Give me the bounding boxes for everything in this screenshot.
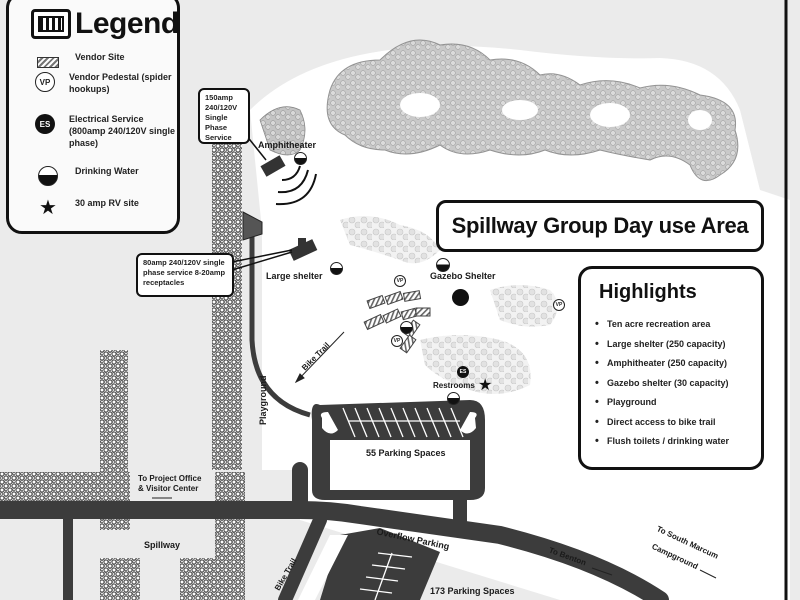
- highlight-item: Gazebo shelter (30 capacity): [595, 374, 729, 394]
- highlight-item: Large shelter (250 capacity): [595, 335, 729, 355]
- rock-strip-left: [100, 350, 128, 480]
- arrow-benton: [591, 567, 613, 576]
- arrow-south-marcum: [699, 569, 717, 579]
- highlight-item: Ten acre recreation area: [595, 315, 729, 335]
- usace-castle-logo-icon: [31, 9, 71, 39]
- vendor-pedestal-icon[interactable]: VP: [394, 275, 406, 287]
- rock-strip-west: [212, 130, 242, 470]
- label-spillway: Spillway: [144, 540, 181, 550]
- label-playground: Playground: [258, 375, 268, 425]
- tree-cluster-east: [490, 285, 558, 327]
- legend-panel: Legend Vendor Site VP Vendor Pedestal (s…: [6, 0, 180, 234]
- label-173-parking: 173 Parking Spaces: [430, 586, 515, 596]
- drinking-water-icon: [38, 166, 58, 186]
- playground-flag: [242, 211, 263, 241]
- highlights-list: Ten acre recreation area Large shelter (…: [595, 315, 729, 452]
- highlight-item: Playground: [595, 393, 729, 413]
- label-gazebo-shelter: Gazebo Shelter: [430, 271, 496, 281]
- callout-large-shelter-power: 80amp 240/120V single phase service 8-20…: [136, 253, 234, 297]
- roads: [0, 462, 669, 600]
- drinking-water-icon[interactable]: [436, 258, 450, 272]
- label-amphitheater: Amphitheater: [258, 140, 317, 150]
- map-title: Spillway Group Day use Area: [436, 200, 764, 252]
- legend-title: Legend: [75, 7, 179, 40]
- tree-cluster-north: [326, 39, 739, 182]
- amphitheater-structure: [260, 155, 317, 206]
- legend-item-vendor-pedestal: VP Vendor Pedestal (spider hookups): [35, 71, 177, 95]
- highlights-panel: Highlights Ten acre recreation area Larg…: [578, 266, 764, 470]
- tree-cluster-central: [340, 216, 440, 264]
- rv-site-star-icon[interactable]: ★: [478, 377, 493, 394]
- access-path: [249, 230, 311, 418]
- vendor-pedestal-icon[interactable]: VP: [391, 335, 403, 347]
- gazebo-shelter-icon[interactable]: [452, 289, 469, 306]
- label-visitor-center: & Visitor Center: [138, 484, 199, 493]
- vendor-pedestal-icon: VP: [35, 72, 55, 92]
- electrical-service-icon[interactable]: ES: [457, 366, 469, 378]
- electrical-service-icon: ES: [35, 114, 55, 134]
- rock-strip-spillway-b: [100, 558, 140, 600]
- vendor-site-hatch-icon: [37, 56, 59, 68]
- label-restrooms: Restrooms: [433, 381, 475, 390]
- overflow-parking-lot: [298, 528, 440, 600]
- label-to-project-office: To Project Office: [138, 474, 202, 483]
- legend-item-rv-site: ★ 30 amp RV site: [39, 197, 139, 219]
- label-55-parking: 55 Parking Spaces: [366, 448, 446, 458]
- tree-cluster-south: [420, 335, 531, 394]
- drinking-water-icon[interactable]: [294, 152, 307, 165]
- drinking-water-icon[interactable]: [330, 262, 343, 275]
- legend-item-drinking-water: Drinking Water: [35, 165, 139, 187]
- tree-cluster-amphitheater: [259, 106, 306, 156]
- vendor-pedestal-icon[interactable]: VP: [553, 299, 565, 311]
- star-icon: ★: [39, 197, 57, 219]
- legend-item-electrical-service: ES Electrical Service (800amp 240/120V s…: [35, 113, 177, 149]
- rock-strip-spillway-d: [215, 472, 245, 600]
- highlight-item: Flush toilets / drinking water: [595, 432, 729, 452]
- legend-item-vendor-site: Vendor Site: [35, 51, 125, 73]
- highlight-item: Direct access to bike trail: [595, 413, 729, 433]
- highlight-item: Amphitheater (250 capacity): [595, 354, 729, 374]
- large-shelter-structure: [288, 238, 318, 261]
- drinking-water-icon[interactable]: [400, 321, 413, 334]
- label-large-shelter: Large shelter: [266, 271, 323, 281]
- highlights-title: Highlights: [599, 281, 697, 303]
- callout-amphitheater-power: 150amp 240/120V Single Phase Service: [198, 88, 250, 144]
- drinking-water-icon[interactable]: [447, 392, 460, 405]
- bike-trail-arrow-upper: [294, 331, 345, 384]
- parking-55: [311, 400, 485, 500]
